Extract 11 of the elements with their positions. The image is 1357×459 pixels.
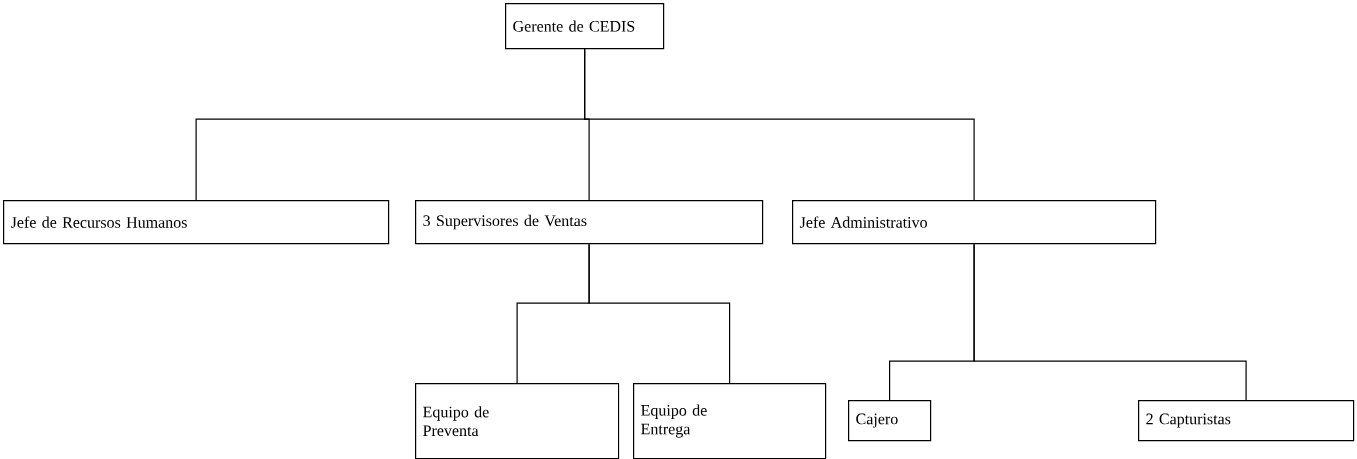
connector-line	[973, 243, 1247, 401]
org-box: Jefe de Recursos Humanos	[3, 200, 390, 245]
connector-line	[584, 48, 975, 201]
org-box: Cajero	[848, 400, 932, 442]
org-box: 2 Capturistas	[1138, 400, 1355, 442]
org-box: Equipo de Entrega	[633, 383, 827, 459]
org-box: Gerente de CEDIS	[505, 3, 665, 50]
connector-line	[588, 243, 731, 384]
org-box: Jefe Administrativo	[792, 200, 1157, 245]
org-box: Equipo de Preventa	[415, 383, 620, 459]
org-box: 3 Supervisores de Ventas	[415, 200, 764, 245]
